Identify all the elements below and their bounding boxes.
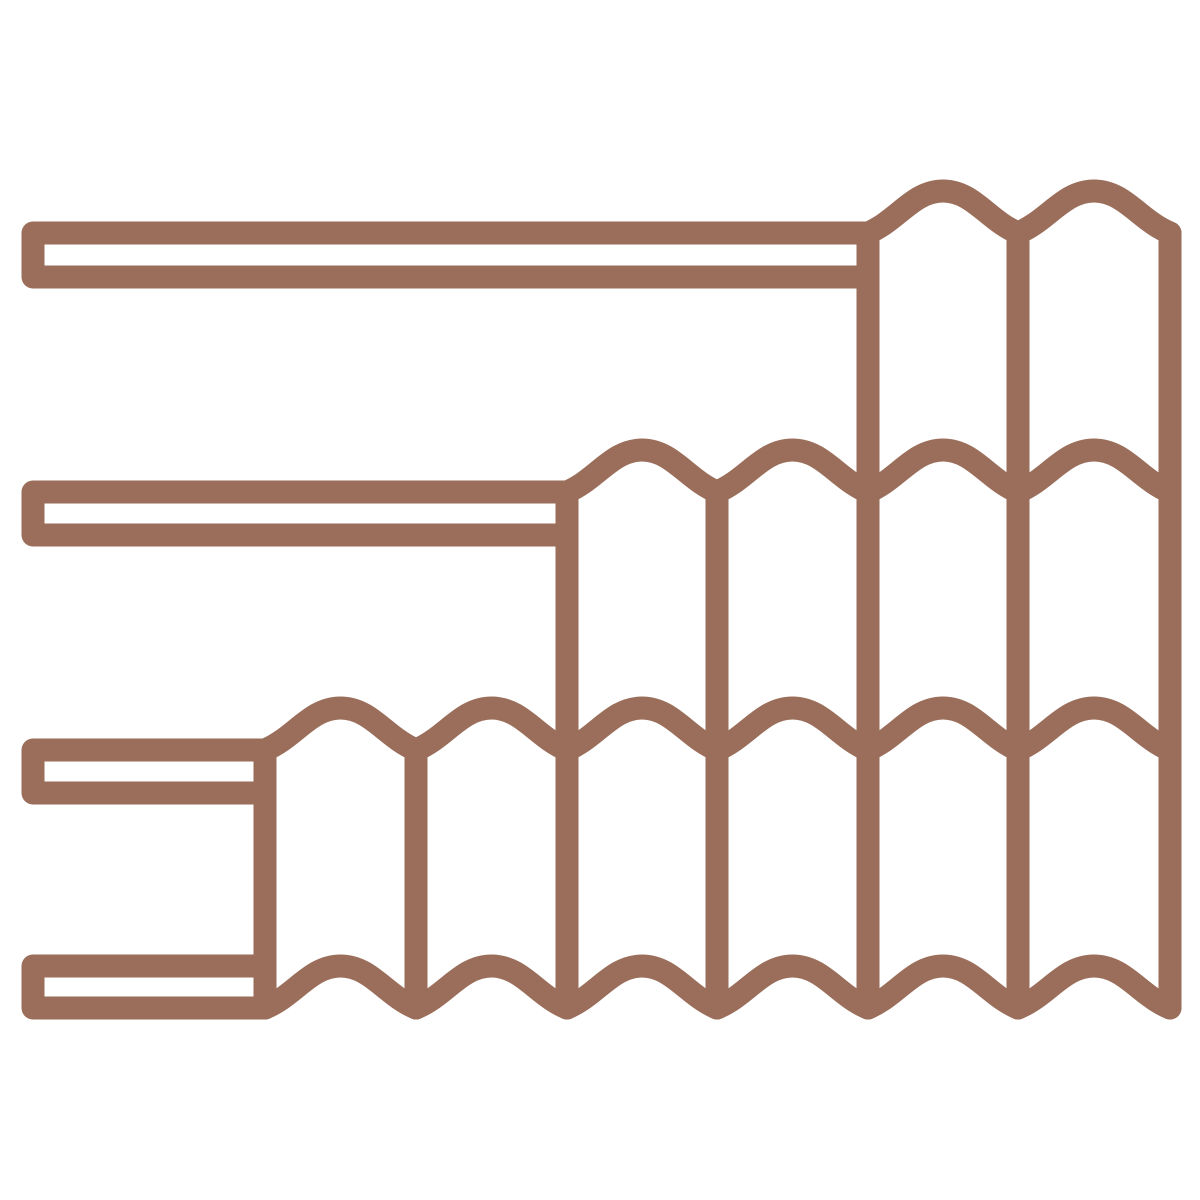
- tile-wave: [555, 696, 729, 762]
- ledge-2: [21, 480, 579, 547]
- tile-wave: [1006, 438, 1182, 504]
- tile-wave: [253, 954, 428, 1020]
- ledge-4: [21, 954, 277, 1020]
- tile-wave: [555, 438, 729, 504]
- ledge-3: [21, 738, 277, 805]
- tile-wave: [705, 438, 880, 504]
- tile-wave: [705, 696, 880, 762]
- tile-wave: [856, 179, 1030, 245]
- tile-wave: [1006, 696, 1182, 762]
- tile-wave: [1006, 179, 1182, 245]
- tile-wave: [404, 954, 579, 1020]
- tile-wave: [253, 696, 428, 762]
- tile-wave: [1006, 954, 1182, 1020]
- tile-wave: [404, 696, 579, 762]
- tile-wave: [856, 954, 1030, 1020]
- tile-wave: [856, 438, 1030, 504]
- tile-wave: [856, 696, 1030, 762]
- ledge-1: [21, 221, 880, 289]
- tile-wave: [705, 954, 880, 1020]
- tile-wave: [555, 954, 729, 1020]
